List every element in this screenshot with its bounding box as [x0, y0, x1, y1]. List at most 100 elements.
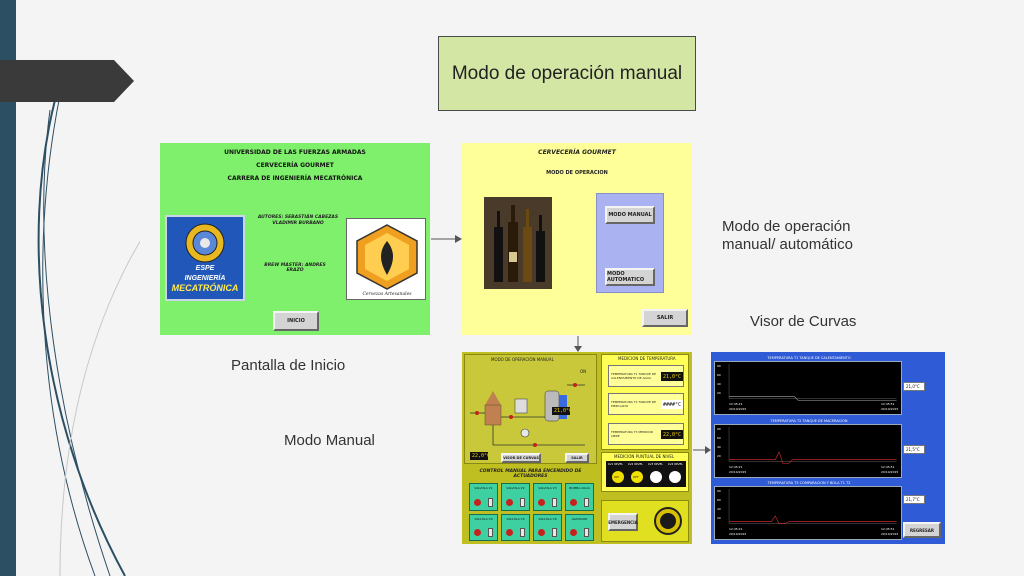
actuator-valvula-v5[interactable]: VALVULA V5 — [501, 513, 530, 541]
y-tick-label: 40 — [717, 382, 721, 386]
actuator-bomba-agua[interactable]: BOMBA AGUA — [565, 483, 594, 511]
chart-t2-title: TEMPERATURA T2 TANQUE DE MACERACION — [770, 419, 848, 423]
chart-t1-title: TEMPERATURA T1 TANQUE DE CALENTAMIENTO — [767, 356, 851, 360]
inicio-button[interactable]: INICIO — [273, 311, 319, 331]
actuator-valvula-v4[interactable]: VALVULA V4 — [469, 513, 498, 541]
bottles-icon — [484, 197, 552, 289]
espe-mecatronica: MECATRÓNICA — [171, 283, 239, 293]
time-end: 12:45:51 — [881, 402, 895, 406]
actuator-valvula-v6[interactable]: VALVULA V6 — [533, 513, 562, 541]
readout-left: 22,0°C — [470, 452, 491, 460]
y-tick-label: 60 — [717, 498, 721, 502]
time-end: 12:45:51 — [881, 465, 895, 469]
actuator-switch[interactable] — [520, 528, 525, 537]
actuator-label: AGITADOR — [571, 516, 588, 521]
actuator-switch[interactable] — [520, 497, 525, 507]
temp-title: MEDICION DE TEMPERATURA — [618, 356, 676, 361]
time-start: 12:45:21 — [729, 402, 743, 406]
level-lamp-2-text: OFF — [633, 475, 639, 479]
level-lamp-4 — [669, 471, 681, 483]
time-start: 12:45:21 — [729, 527, 743, 531]
actuator-label: VALVULA V2 — [506, 486, 525, 490]
slide-title: Modo de operación manual — [438, 36, 696, 111]
date-end: 20/10/2015 — [881, 407, 899, 411]
emergency-lamp-core — [660, 513, 676, 529]
actuator-switch[interactable] — [552, 528, 557, 537]
caption-operacion-text: Modo de operación manual/ automático — [722, 218, 853, 253]
modo-automatico-button[interactable]: MODO AUTOMATICO — [605, 268, 655, 286]
emergency-button[interactable]: EMERGENCIA — [608, 513, 638, 531]
temp3-box: TEMPERATURA T3 MEDIDOR LIBRE 22,0°C — [608, 423, 684, 445]
beer-logo: Cervezas Artesanales — [346, 218, 426, 300]
inicio-authors: AUTORES: SEBASTIÁN CABEZAS VLADIMIR BURB… — [257, 215, 339, 226]
level-label-2: LV2 NIVEL — [628, 462, 644, 466]
modo-panel: MODO MANUAL MODO AUTOMATICO — [596, 193, 664, 293]
actuator-switch[interactable] — [488, 497, 493, 507]
caption-inicio: Pantalla de Inicio — [231, 357, 346, 374]
modo-subtitle: MODO DE OPERACION — [546, 170, 608, 176]
actuator-agitador[interactable]: AGITADOR — [565, 513, 594, 541]
emergency-lamp — [654, 507, 682, 535]
actuator-switch[interactable] — [584, 497, 589, 507]
actuator-label: VALVULA V3 — [538, 486, 557, 490]
temp3-label: TEMPERATURA T3 MEDIDOR LIBRE — [611, 430, 653, 438]
inicio-brew-master: BREW MASTER: ANDRES ERAZO — [264, 263, 326, 273]
modo-salir-button[interactable]: SALIR — [642, 309, 688, 327]
left-stripe — [0, 0, 16, 576]
actuator-lamp — [506, 529, 513, 536]
actuator-lamp — [570, 529, 577, 536]
regresar-button[interactable]: REGRESAR — [903, 522, 941, 538]
caption-visor: Visor de Curvas — [750, 313, 857, 330]
visor-curvas-button[interactable]: VISOR DE CURVAS — [501, 453, 541, 463]
actuator-switch[interactable] — [584, 528, 589, 537]
actuator-switch[interactable] — [552, 497, 557, 507]
y-tick-label: 60 — [717, 436, 721, 440]
y-tick-label: 20 — [717, 516, 721, 520]
actuator-lamp — [474, 498, 481, 506]
chart-t3-readout: 21,7°C — [903, 495, 925, 504]
bottles-image — [484, 197, 552, 289]
actuator-valvula-v3[interactable]: VALVULA V3 — [533, 483, 562, 511]
caption-operacion: Modo de operación manual/ automático — [722, 218, 892, 254]
level-indicators: LV1 NIVEL LV2 NIVEL LV3 NIVEL LV4 NIVEL … — [606, 461, 686, 487]
actuator-lamp — [538, 529, 545, 536]
screen-modo-operacion: CERVECERÍA GOURMET MODO DE OPERACION MOD… — [462, 143, 692, 335]
y-tick-label: 20 — [717, 454, 721, 458]
espe-subtext: INGENIERÍA — [184, 275, 226, 282]
emergency-panel: EMERGENCIA — [601, 500, 689, 542]
beer-logo-text: Cervezas Artesanales — [362, 292, 412, 297]
temp2-box: TEMPERATURA T2 TANQUE DE MEZCLADO ####°C — [608, 393, 684, 415]
modo-manual-button[interactable]: MODO MANUAL — [605, 206, 655, 224]
temp2-value: ####°C — [661, 400, 683, 409]
process-panel: MODO DE OPERACIÓN MANUAL 21,0°C 22,0°C O… — [464, 354, 597, 464]
temp1-label: TEMPERATURA T1 TANQUE DE CALENTAMIENTO D… — [611, 372, 657, 380]
temp1-box: TEMPERATURA T1 TANQUE DE CALENTAMIENTO D… — [608, 365, 684, 387]
modo-title: CERVECERÍA GOURMET — [538, 149, 616, 156]
actuators-grid: VALVULA V1 VALVULA V2 VALVULA V3 BOMBA A… — [469, 483, 594, 541]
screen-inicio: UNIVERSIDAD DE LAS FUERZAS ARMADAS CERVE… — [160, 143, 430, 335]
date-start: 20/10/2015 — [729, 470, 747, 474]
actuator-switch[interactable] — [488, 528, 493, 537]
inicio-line2: CERVECERÍA GOURMET — [256, 162, 334, 169]
chart-t1: TEMPERATURA T1 TANQUE DE CALENTAMIENTO 9… — [714, 356, 902, 415]
on-label: ON — [580, 369, 587, 374]
manual-salir-button[interactable]: SALIR — [565, 453, 589, 463]
actuator-label: VALVULA V5 — [506, 516, 525, 521]
chart-t2-plot — [728, 426, 897, 464]
actuator-valvula-v2[interactable]: VALVULA V2 — [501, 483, 530, 511]
screen-modo-manual: MODO DE OPERACIÓN MANUAL 21,0°C 22,0°C O… — [462, 352, 692, 544]
date-start: 20/10/2015 — [729, 407, 747, 411]
level-lamp-3 — [650, 471, 662, 483]
espe-logo: ESPE INGENIERÍA MECATRÓNICA — [165, 215, 245, 301]
level-label-1: LV1 NIVEL — [608, 462, 624, 466]
actuator-lamp — [538, 498, 545, 506]
chart-t3-title: TEMPERATURA T3 COMPARACION Y BOLA T1 T2 — [767, 481, 851, 485]
actuator-valvula-v1[interactable]: VALVULA V1 — [469, 483, 498, 511]
y-tick-label: 40 — [717, 445, 721, 449]
actuator-label: BOMBA AGUA — [569, 486, 590, 490]
temp1-value: 21,0°C — [661, 372, 683, 381]
temp2-label: TEMPERATURA T2 TANQUE DE MEZCLADO — [611, 400, 657, 408]
inicio-header: UNIVERSIDAD DE LAS FUERZAS ARMADAS CERVE… — [160, 146, 430, 185]
time-start: 12:45:21 — [729, 465, 743, 469]
level-title: MEDICION PUNTUAL DE NIVEL — [614, 454, 675, 459]
